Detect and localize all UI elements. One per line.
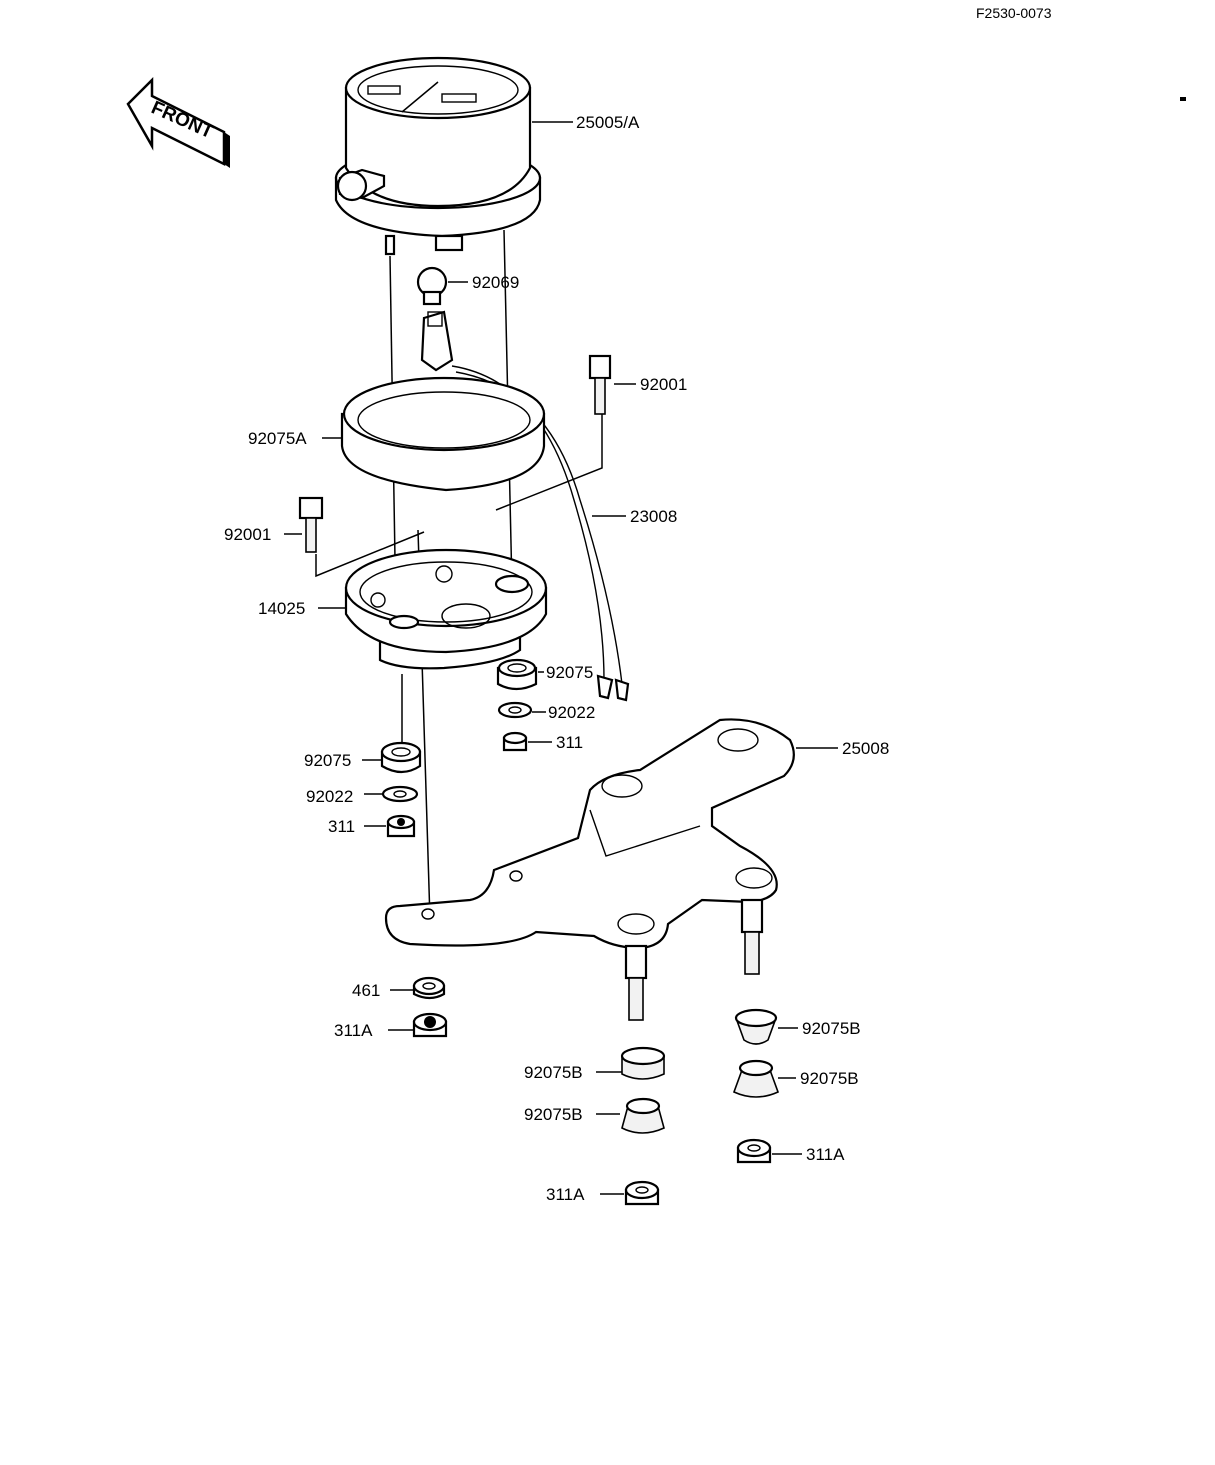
label-92075-left: 92075	[304, 751, 351, 770]
label-311-left: 311	[328, 817, 355, 836]
front-arrow-icon: FRONT	[126, 76, 230, 168]
label-311a-right: 311A	[806, 1145, 845, 1164]
label-92075b-l2: 92075B	[524, 1105, 583, 1124]
damper-92075b-left-1	[620, 1046, 666, 1080]
nut-311-left	[386, 814, 416, 838]
diagram-code: F2530-0073	[976, 5, 1052, 21]
label-92022-left: 92022	[306, 787, 353, 806]
label-92075b-r2: 92075B	[800, 1069, 859, 1088]
label-92075-right: 92075	[546, 663, 593, 682]
label-92075b-r1: 92075B	[802, 1019, 861, 1038]
label-92069: 92069	[472, 273, 519, 292]
bracket-25008	[384, 718, 795, 950]
label-311-right: 311	[556, 733, 583, 752]
label-311a-bottom: 311A	[334, 1021, 373, 1040]
damper-92075b-left-2	[621, 1097, 665, 1134]
damper-92075b-right-2	[732, 1059, 780, 1098]
washer-92022-left	[381, 785, 419, 803]
case-14025	[344, 548, 548, 670]
label-92001-upper: 92001	[640, 375, 687, 394]
damper-92075b-right-1	[734, 1008, 778, 1045]
label-23008: 23008	[630, 507, 677, 526]
grommet-92075-right	[496, 658, 538, 691]
stud-left	[624, 944, 648, 1021]
bolt-92001-upper	[588, 354, 612, 415]
label-92075b-l1: 92075B	[524, 1063, 583, 1082]
label-311a-left: 311A	[546, 1185, 585, 1204]
label-92075a: 92075A	[248, 429, 307, 448]
washer-92022-right	[497, 701, 533, 719]
label-14025: 14025	[258, 599, 305, 618]
label-461: 461	[352, 981, 380, 1000]
edge-mark	[1180, 97, 1186, 101]
label-92001-left: 92001	[224, 525, 271, 544]
nut-311-right	[502, 731, 528, 752]
meter-25005	[334, 56, 542, 256]
nut-311a-left	[624, 1180, 660, 1206]
grommet-92075-left	[380, 741, 422, 774]
label-92022-right: 92022	[548, 703, 595, 722]
label-25008: 25008	[842, 739, 889, 758]
nut-311a-bottom	[412, 1012, 448, 1038]
label-25005: 25005/A	[576, 113, 640, 132]
bolt-92001-left	[298, 496, 324, 553]
ring-92075a	[340, 376, 546, 492]
nut-311a-right	[736, 1138, 772, 1164]
bulb-92069	[416, 266, 454, 372]
stud-right	[740, 898, 764, 975]
lockwasher-461	[412, 976, 446, 1000]
